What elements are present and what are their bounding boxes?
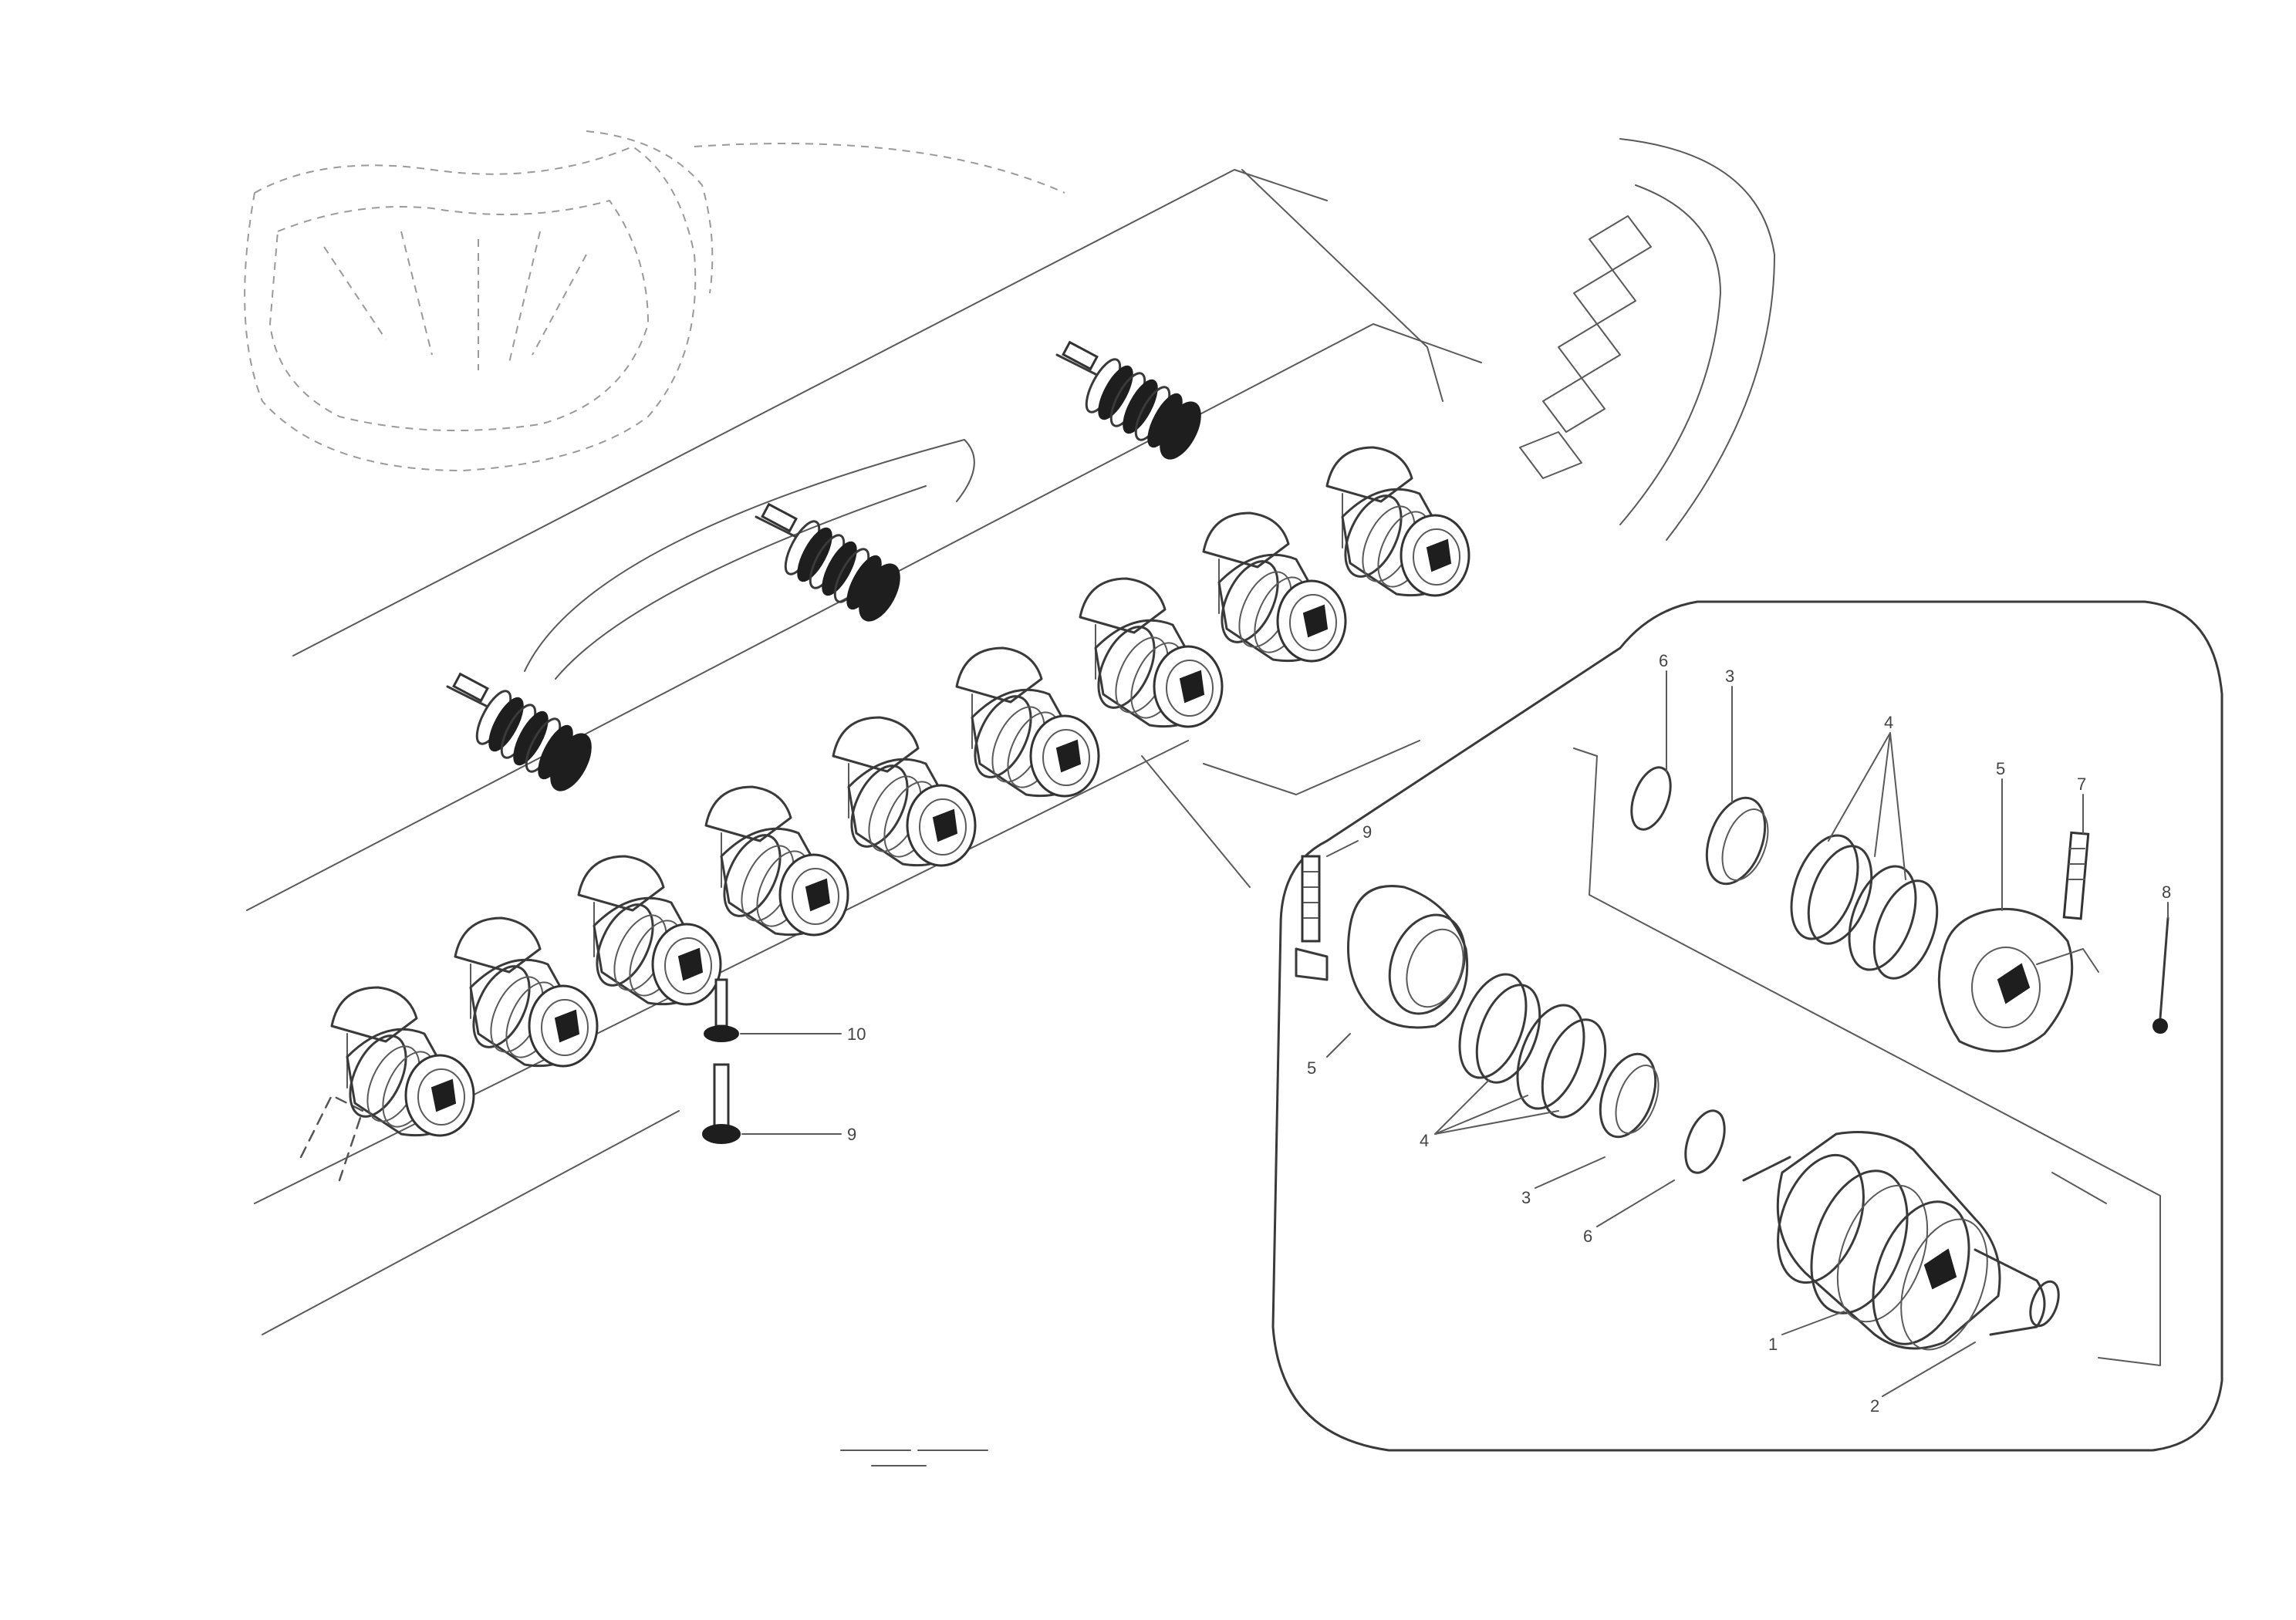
- callout-9-left: 9: [1362, 822, 1372, 842]
- carrier-roller: [1055, 340, 1201, 460]
- bolt-upper: [704, 978, 842, 1042]
- track-chain-outline: [1519, 215, 1652, 479]
- track-roller: [1079, 577, 1224, 728]
- track-roller: [330, 986, 475, 1137]
- bolt-lower: [702, 1063, 842, 1144]
- callout-2-bottom: 2: [1870, 1396, 1879, 1416]
- callout-5-top: 5: [1996, 759, 2005, 778]
- pin-part-7: [2062, 831, 2090, 920]
- footer-caption: [840, 1450, 988, 1466]
- collar-left-part-5: [1347, 885, 1469, 1029]
- screw-part-8: [2152, 916, 2169, 1034]
- callout-1-bottom: 1: [1768, 1335, 1778, 1354]
- roller-body-part-1: [1776, 1131, 2001, 1351]
- track-roller: [955, 646, 1100, 798]
- carrier-roller: [755, 502, 900, 622]
- callout-7-top: 7: [2077, 775, 2086, 794]
- track-roller: [1202, 511, 1347, 663]
- callout-6-left: 6: [1583, 1227, 1592, 1246]
- bolt-callout-10: 10: [847, 1024, 866, 1044]
- detail-view-box: 6 3 4 5 7 8 9 5 4 3 6 1 2: [1271, 600, 2223, 1452]
- floating-seal-part-4: [1790, 834, 1939, 980]
- seal-ring-part-3: [1705, 796, 1769, 886]
- floating-seal-left-part-4: [1458, 973, 1607, 1119]
- track-rollers-row: [330, 446, 1470, 1137]
- callout-8-top: 8: [2162, 883, 2171, 902]
- callout-4-top: 4: [1884, 713, 1893, 732]
- callout-6-top: 6: [1659, 651, 1668, 670]
- o-ring-part-6: [1630, 766, 1672, 831]
- callout-5-left: 5: [1307, 1058, 1316, 1078]
- roller-bolts: 10 9: [702, 978, 866, 1144]
- bolt-part-9: [1295, 855, 1329, 981]
- track-roller: [577, 855, 722, 1006]
- o-ring-left-part-6: [1684, 1109, 1726, 1174]
- callout-4-left: 4: [1420, 1131, 1429, 1150]
- carrier-roller: [446, 672, 592, 791]
- sprocket-wheel-outline: [244, 130, 1065, 472]
- carrier-rollers: [446, 340, 1201, 791]
- collar-part-5: [1937, 907, 2099, 1053]
- callout-3-left: 3: [1521, 1188, 1531, 1207]
- track-frame-outline: [246, 138, 1775, 1335]
- track-roller: [1325, 446, 1470, 597]
- bolt-callout-9: 9: [847, 1125, 856, 1144]
- detail-leader: [1141, 755, 1251, 888]
- track-roller: [704, 785, 849, 937]
- track-roller: [454, 916, 599, 1068]
- shaft-part-2: [1742, 1156, 2060, 1336]
- track-roller: [832, 716, 977, 867]
- callout-3-top: 3: [1725, 667, 1734, 686]
- seal-ring-left-part-3: [1599, 1052, 1660, 1139]
